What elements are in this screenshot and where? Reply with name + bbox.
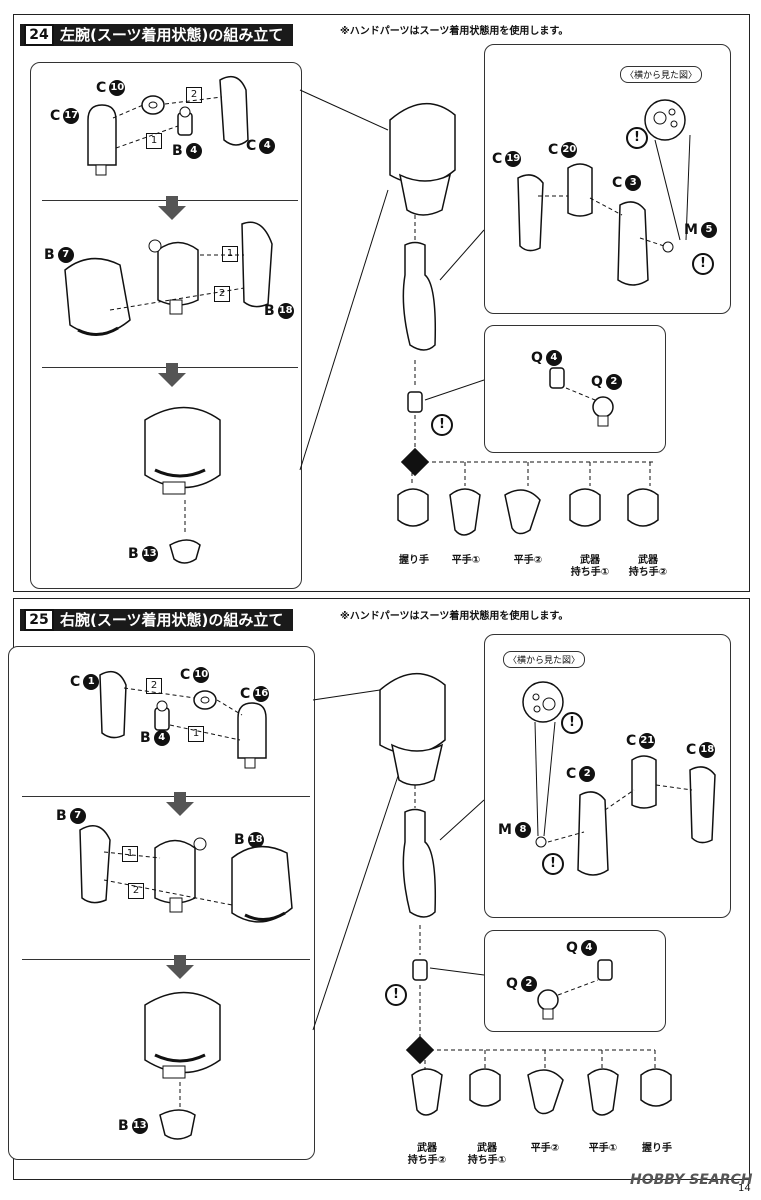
watermark: HOBBY SEARCH [630, 1172, 753, 1188]
step24-title: 左腕(スーツ着用状態)の組み立て [60, 26, 284, 44]
step25-note: ※ハンドパーツはスーツ着用状態用を使用します。 [340, 611, 569, 622]
step25-hand-label-5: 握り手 [642, 1143, 672, 1154]
step24-number: 24 [24, 24, 54, 46]
step25-order-1-b: 1 [122, 846, 138, 862]
step25-hand-label-3: 平手② [530, 1143, 560, 1154]
step25-order-2-a: 2 [146, 678, 162, 694]
step24-down-arrow-1 [158, 206, 186, 220]
page-number: 14 [738, 1183, 751, 1194]
step24-caution-icon-1: ! [431, 414, 453, 436]
step25-hand-label-2: 武器 持ち手① [467, 1143, 507, 1166]
step24-hand-label-4: 武器 持ち手① [570, 555, 610, 578]
step25-caution-icon-1: ! [385, 984, 407, 1006]
step24-hand-label-5: 武器 持ち手② [628, 555, 668, 578]
step24-order-2-a: 2 [186, 87, 202, 103]
step25-number: 25 [24, 609, 54, 631]
step24-q-box [484, 325, 666, 453]
step24-order-1-a: 1 [146, 133, 162, 149]
step24-hand-label-2: 平手① [451, 555, 481, 566]
step25-down-arrow-1-shaft [174, 792, 186, 802]
step24-title-bar: 24 左腕(スーツ着用状態)の組み立て [20, 24, 294, 46]
step24-caution-icon-2: ! [626, 127, 648, 149]
step24-note: ※ハンドパーツはスーツ着用状態用を使用します。 [340, 26, 569, 37]
step24-down-arrow-2-shaft [166, 363, 178, 373]
step25-down-arrow-2-shaft [174, 955, 186, 965]
step25-divider-2 [22, 959, 310, 960]
step25-divider-1 [22, 796, 310, 797]
step24-hand-label-1: 握り手 [399, 555, 429, 566]
step25-hand-label-4: 平手① [588, 1143, 618, 1154]
step25-down-arrow-2 [166, 965, 194, 979]
step24-side-view-label: 〈横から見た図〉 [620, 66, 703, 83]
step25-caution-icon-3: ! [542, 853, 564, 875]
step24-order-2-b: 2 [214, 286, 230, 302]
step24-down-arrow-1-shaft [166, 196, 178, 206]
step25-title-bar: 25 右腕(スーツ着用状態)の組み立て [20, 609, 294, 631]
step24-caution-icon-3: ! [692, 253, 714, 275]
step25-q-box [484, 930, 666, 1032]
step25-side-view-label: 〈横から見た図〉 [503, 651, 586, 668]
step25-hand-label-1: 武器 持ち手② [407, 1143, 447, 1166]
step24-hand-label-3: 平手② [513, 555, 543, 566]
step25-down-arrow-1 [166, 802, 194, 816]
step24-order-1-b: 1 [222, 246, 238, 262]
step25-title: 右腕(スーツ着用状態)の組み立て [60, 611, 284, 629]
step24-frame [13, 14, 750, 592]
step24-down-arrow-2 [158, 373, 186, 387]
step25-caution-icon-2: ! [561, 712, 583, 734]
